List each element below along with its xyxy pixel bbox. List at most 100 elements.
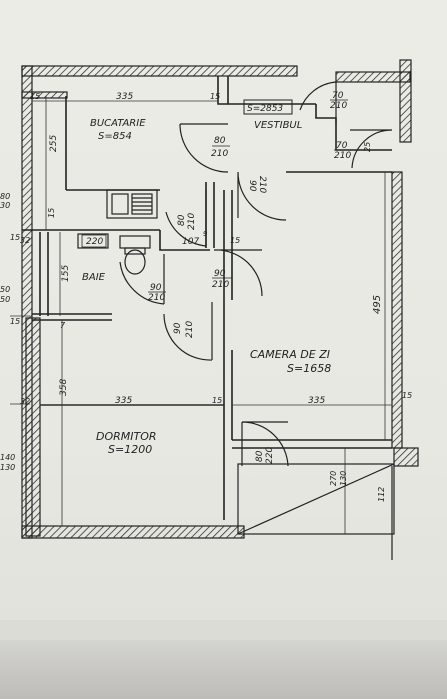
paper-sheet-below xyxy=(0,620,447,640)
balcony-diagonal xyxy=(237,463,395,535)
wall-right-balcony xyxy=(393,447,419,467)
dim-wall-32a: 32 xyxy=(20,236,30,245)
wall-partition-v xyxy=(223,190,233,520)
dim-left-140: 140 xyxy=(0,453,15,462)
kitchen-label: BUCATARIE xyxy=(90,118,146,129)
balcony-outline xyxy=(237,463,395,535)
outer-walls xyxy=(21,59,419,539)
kitchen-area: S=854 xyxy=(98,131,132,142)
wall-top-right xyxy=(335,71,411,83)
toilet-bowl xyxy=(124,249,146,275)
dim-wall-25: 25 xyxy=(363,142,372,152)
door-pantry xyxy=(165,190,207,247)
wall-bath-bottom xyxy=(32,313,112,321)
door-bath xyxy=(119,254,165,305)
dim-wall-15f: 15 xyxy=(47,208,56,218)
dim-left-30: 30 xyxy=(0,201,10,210)
wall-top-kitchen xyxy=(21,65,298,77)
kitchen-fixtures xyxy=(106,189,158,219)
wall-kitchen-right xyxy=(217,76,229,105)
door-annotations: 80 210 70 210 70 210 90 210 80 210 90 21… xyxy=(148,91,352,464)
dim-left-130: 130 xyxy=(0,463,15,472)
dim-hall-depth: 220 xyxy=(86,237,103,247)
dim-wall-32b: 32 xyxy=(20,397,30,406)
dim-bedroom-height: 358 xyxy=(59,379,69,396)
door-bath-h: 210 xyxy=(148,293,165,303)
door-balcony-h: 220 xyxy=(265,447,275,464)
dim-wall-7: 7 xyxy=(60,321,66,330)
wall-balcony-top xyxy=(232,439,392,449)
dim-left-15b: 15 xyxy=(10,317,20,326)
door-kitchen-h: 210 xyxy=(211,149,228,159)
wall-bath-right xyxy=(159,238,210,251)
sink-basin-1 xyxy=(111,193,129,215)
door-living-w: 90 xyxy=(247,180,257,192)
living-area: S=1658 xyxy=(287,362,331,375)
wall-left-bedroom xyxy=(25,317,41,537)
wall-kitchen-bottom xyxy=(65,96,160,191)
sink-drainboard xyxy=(131,193,153,215)
dim-kitchen-height: 255 xyxy=(49,135,59,152)
dim-bedroom-width: 335 xyxy=(115,396,132,406)
door-living xyxy=(237,171,287,221)
door-balcony xyxy=(241,421,289,467)
kitchen-sink xyxy=(106,189,158,219)
bath-fixtures xyxy=(77,233,151,275)
wall-bath-left xyxy=(39,232,49,316)
balcony xyxy=(237,463,395,560)
wall-bath-top xyxy=(22,229,161,238)
toilet-tank xyxy=(124,247,146,255)
bedroom-label: DORMITOR xyxy=(96,430,157,443)
door-bedroom-h: 210 xyxy=(185,321,195,338)
desk-surface xyxy=(0,640,447,699)
wall-right xyxy=(391,171,403,449)
door-hall-mid xyxy=(350,129,393,169)
dim-kitchen-width: 335 xyxy=(116,92,133,102)
dim-wall-15e: 15 xyxy=(30,92,40,101)
door-hall-a-w: 70 xyxy=(332,91,344,101)
door-bath-side-w: 90 xyxy=(214,269,226,279)
dim-left-50b: 50 xyxy=(0,295,10,304)
door-bath-side-h: 210 xyxy=(212,280,229,290)
door-bedroom xyxy=(163,302,213,361)
dim-wall-15a: 15 xyxy=(210,92,220,101)
dim-left-15a: 15 xyxy=(10,233,20,242)
wall-bottom xyxy=(21,525,245,539)
door-hall-b-w: 70 xyxy=(336,141,348,151)
door-kitchen-w: 80 xyxy=(214,136,226,146)
door-hall-b-h: 210 xyxy=(334,151,351,161)
dim-left-50a: 50 xyxy=(0,285,10,294)
dim-wall-15d: 15 xyxy=(230,236,240,245)
door-bath-side xyxy=(213,249,263,297)
dim-wall-15b: 15 xyxy=(212,396,222,405)
living-label: CAMERA DE ZI xyxy=(250,348,330,361)
bath-depth-box xyxy=(81,234,107,248)
wall-right-top xyxy=(399,59,412,143)
door-bath-w: 90 xyxy=(150,283,162,293)
bathtub-rim xyxy=(77,233,109,249)
door-living-h: 210 xyxy=(257,176,267,193)
hall-label: VESTIBUL xyxy=(254,120,302,131)
dim-bath-width: 107 xyxy=(182,237,199,247)
door-pantry-w: 80 xyxy=(177,214,187,226)
dim-balcony-b: 130 xyxy=(339,471,348,486)
dim-wall-9: 9 xyxy=(203,230,208,238)
bath-label: BAIE xyxy=(82,272,106,283)
dimension-lines xyxy=(10,96,392,534)
wall-kitchen-door-jamb xyxy=(205,182,215,248)
hall-area-box xyxy=(243,99,293,115)
dim-living-width: 335 xyxy=(308,396,325,406)
dim-balcony-c: 112 xyxy=(377,487,386,502)
dim-balcony-a: 270 xyxy=(329,471,338,486)
door-bedroom-w: 90 xyxy=(173,322,183,334)
dim-bath-height: 155 xyxy=(61,265,71,282)
wall-hall-right xyxy=(315,104,392,151)
dim-left-80: 80 xyxy=(0,192,10,201)
door-kitchen xyxy=(179,123,229,173)
door-balcony-w: 80 xyxy=(255,450,265,462)
door-hall-top xyxy=(299,81,337,124)
dim-living-height: 495 xyxy=(372,295,383,314)
door-pantry-h: 210 xyxy=(187,213,197,230)
